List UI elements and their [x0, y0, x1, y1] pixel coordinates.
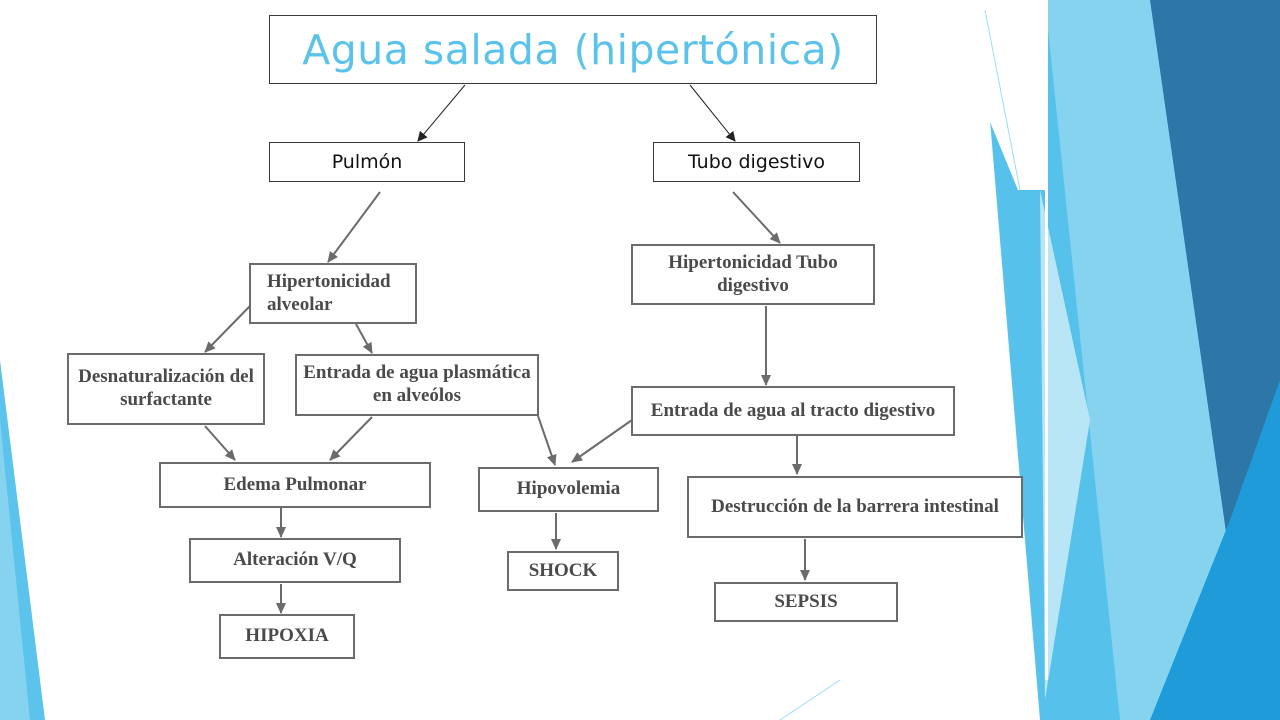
arrow-title-to-tubo [689, 84, 736, 142]
node-entrada-agua-alveolos: Entrada de agua plasmática en alveólos [295, 354, 539, 416]
node-hipertonicidad-tubo: Hipertonicidad Tubo digestivo [631, 244, 875, 305]
node-hipovolemia: Hipovolemia [478, 467, 659, 512]
slide-title: Agua salada (hipertónica) [269, 15, 877, 84]
branch-tubo-digestivo: Tubo digestivo [653, 142, 860, 182]
arrow-alveolar-to-desnaturalizacion [204, 305, 251, 353]
arrow-tracto-to-hipovolemia [571, 419, 633, 463]
node-hipertonicidad-alveolar: Hipertonicidad alveolar [249, 263, 417, 324]
node-sepsis: SEPSIS [714, 582, 898, 622]
node-hipoxia: HIPOXIA [219, 614, 355, 659]
node-edema-pulmonar: Edema Pulmonar [159, 462, 431, 508]
arrow-pulmon-to-hipertonicidad [327, 191, 381, 263]
branch-pulmon: Pulmón [269, 142, 465, 182]
arrow-desnaturalizacion-to-edema [204, 425, 236, 461]
node-destruccion-barrera: Destrucción de la barrera intestinal [687, 476, 1023, 538]
node-desnaturalizacion-surfactante: Desnaturalización del surfactante [67, 353, 265, 425]
node-shock: SHOCK [507, 551, 619, 591]
arrow-entrada-agua-to-edema [329, 416, 373, 461]
arrow-tubo-to-hipertonicidad [732, 191, 781, 244]
arrow-entrada-agua-to-hipovolemia [537, 415, 557, 466]
arrow-title-to-pulmon [417, 84, 466, 142]
node-entrada-agua-tracto: Entrada de agua al tracto digestivo [631, 386, 955, 436]
arrow-alveolar-to-entrada-agua [355, 323, 373, 354]
node-alteracion-vq: Alteración V/Q [189, 538, 401, 583]
